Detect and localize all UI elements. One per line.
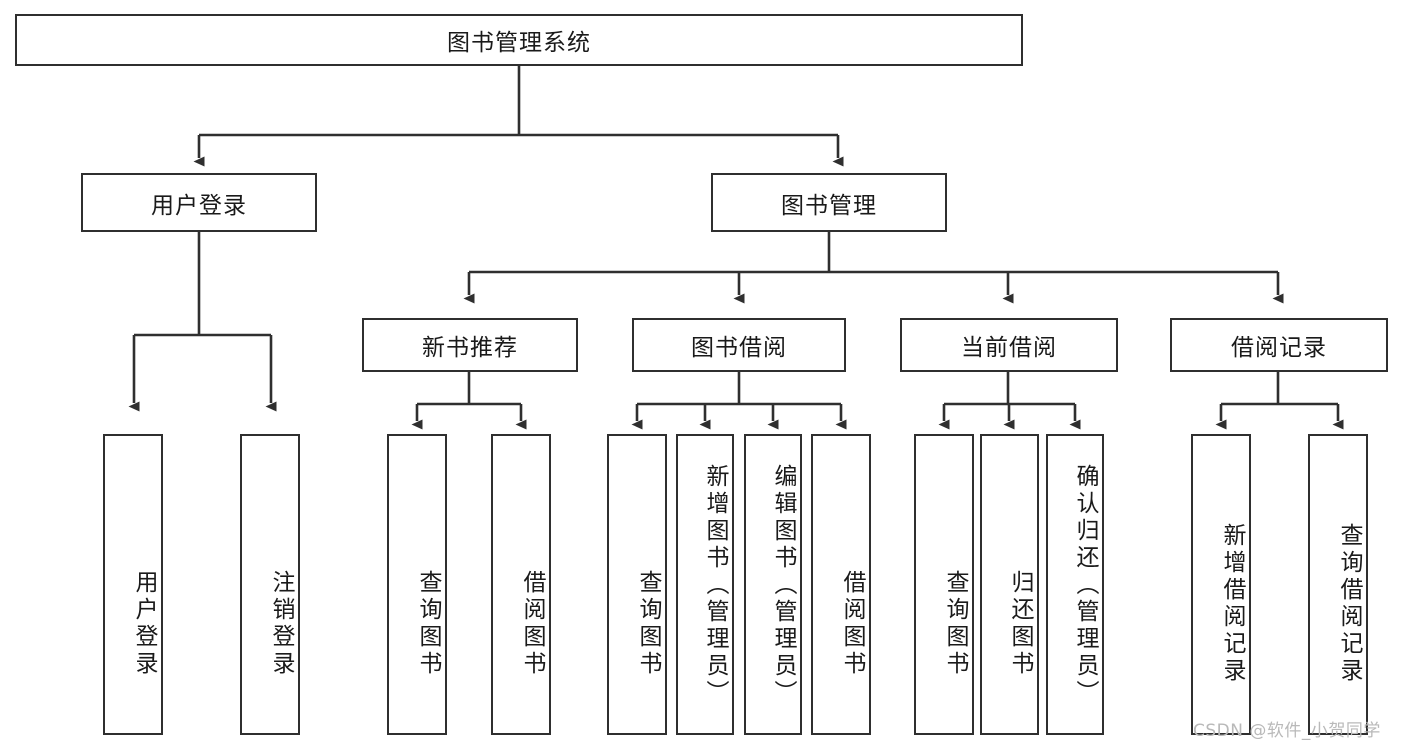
node-leaf-confirm-return[interactable]: 确认归还（管理员） <box>1046 434 1104 735</box>
node-leaf-add-record-label: 新增借阅记录 <box>1219 522 1245 685</box>
node-leaf-add-book-label: 新增图书（管理员） <box>702 464 728 707</box>
node-leaf-return-book[interactable]: 归还图书 <box>980 434 1039 735</box>
node-leaf-query-book-3-label: 查询图书 <box>942 569 968 678</box>
node-leaf-add-record[interactable]: 新增借阅记录 <box>1191 434 1251 735</box>
node-leaf-logout-login[interactable]: 注销登录 <box>240 434 300 735</box>
node-leaf-user-login[interactable]: 用户登录 <box>103 434 163 735</box>
node-leaf-confirm-return-label: 确认归还（管理员） <box>1072 464 1098 707</box>
node-leaf-add-book[interactable]: 新增图书（管理员） <box>676 434 734 735</box>
node-root-label: 图书管理系统 <box>447 30 591 56</box>
node-leaf-query-book-2[interactable]: 查询图书 <box>607 434 667 735</box>
node-book-borrow[interactable]: 图书借阅 <box>632 318 846 372</box>
csdn-watermark: CSDN @软件_小贺同学 <box>1193 721 1381 741</box>
node-leaf-query-book-1[interactable]: 查询图书 <box>387 434 447 735</box>
node-leaf-borrow-book-1[interactable]: 借阅图书 <box>491 434 551 735</box>
node-borrow-record[interactable]: 借阅记录 <box>1170 318 1388 372</box>
node-leaf-query-book-1-label: 查询图书 <box>415 569 441 678</box>
node-leaf-query-record[interactable]: 查询借阅记录 <box>1308 434 1368 735</box>
node-new-book-recommend-label: 新书推荐 <box>422 335 518 361</box>
node-leaf-return-book-label: 归还图书 <box>1007 569 1033 678</box>
node-user-login[interactable]: 用户登录 <box>81 173 317 232</box>
node-leaf-query-record-label: 查询借阅记录 <box>1336 522 1362 685</box>
node-leaf-user-login-label: 用户登录 <box>131 569 157 678</box>
node-user-login-label: 用户登录 <box>151 192 247 219</box>
node-borrow-record-label: 借阅记录 <box>1231 335 1327 361</box>
node-leaf-query-book-2-label: 查询图书 <box>635 569 661 678</box>
node-leaf-edit-book-label: 编辑图书（管理员） <box>770 464 796 707</box>
node-new-book-recommend[interactable]: 新书推荐 <box>362 318 578 372</box>
node-leaf-logout-login-label: 注销登录 <box>268 569 294 678</box>
node-current-borrow-label: 当前借阅 <box>961 335 1057 361</box>
node-leaf-borrow-book-1-label: 借阅图书 <box>519 569 545 678</box>
node-root[interactable]: 图书管理系统 <box>15 14 1023 66</box>
node-book-management-label: 图书管理 <box>781 192 877 219</box>
node-current-borrow[interactable]: 当前借阅 <box>900 318 1118 372</box>
node-book-borrow-label: 图书借阅 <box>691 335 787 361</box>
node-leaf-edit-book[interactable]: 编辑图书（管理员） <box>744 434 802 735</box>
node-leaf-query-book-3[interactable]: 查询图书 <box>914 434 974 735</box>
node-leaf-borrow-book-2-label: 借阅图书 <box>839 569 865 678</box>
node-book-management[interactable]: 图书管理 <box>711 173 947 232</box>
node-leaf-borrow-book-2[interactable]: 借阅图书 <box>811 434 871 735</box>
